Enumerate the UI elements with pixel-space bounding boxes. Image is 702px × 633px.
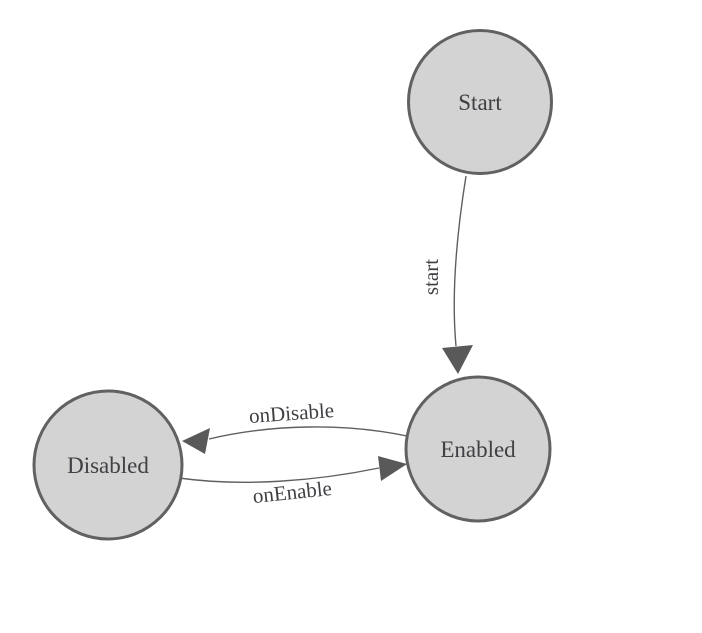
node-enabled-circle [404,375,552,523]
node-disabled-label: Disabled [67,453,149,478]
edge-line-onenable [178,467,380,483]
edge-start-to-enabled: start [419,175,473,374]
node-disabled-circle [32,389,184,541]
node-start: Start [407,29,553,175]
edge-disabled-to-enabled: onEnable [178,456,407,508]
edge-line-ondisable [208,426,408,440]
edge-line-start [453,175,467,347]
node-start-label: Start [458,90,502,115]
node-enabled: Enabled [404,375,552,523]
edge-enabled-to-disabled: onDisable [182,398,408,454]
arrowhead-right-icon [378,456,407,481]
node-enabled-label: Enabled [440,437,516,462]
node-start-circle [407,29,553,175]
edge-label-ondisable: onDisable [248,398,335,428]
arrowhead-left-icon [182,428,210,454]
node-disabled: Disabled [32,389,184,541]
arrowhead-down-icon [442,345,473,374]
edge-label-start: start [419,259,443,295]
edge-label-onenable: onEnable [252,476,333,508]
